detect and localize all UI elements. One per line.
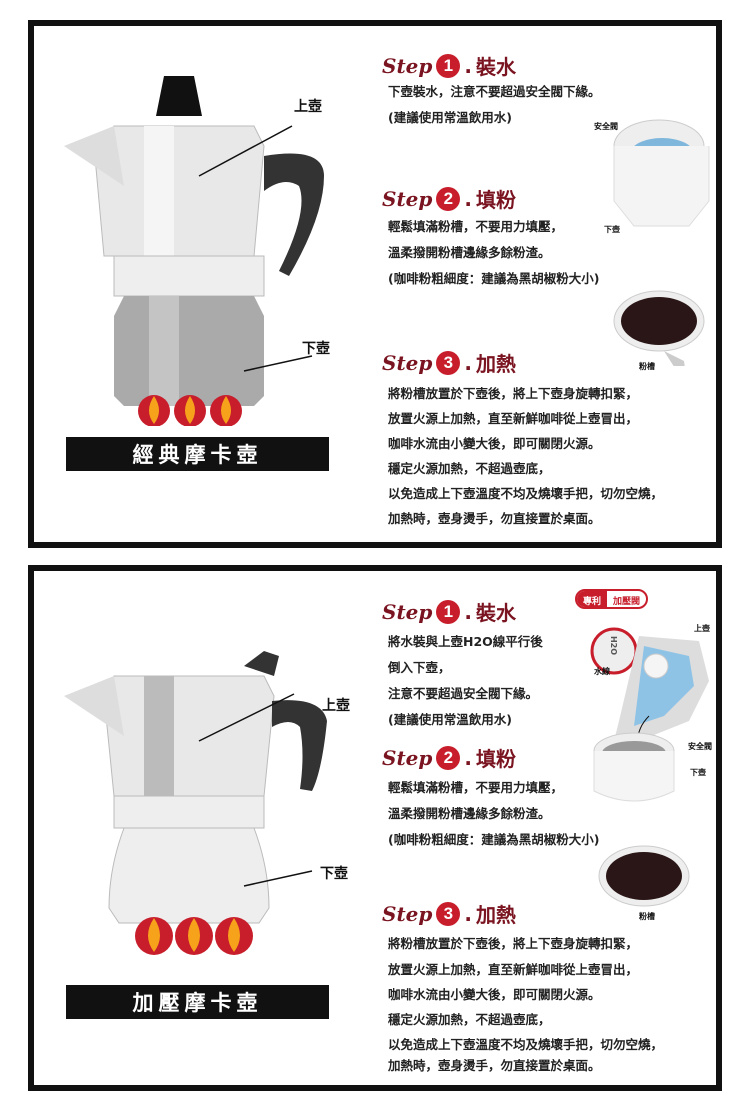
step-text: (咖啡粉粗細度：建議為黑胡椒粉大小) <box>388 832 600 847</box>
step-text: 下壺裝水，注意不要超過安全閥下緣。 <box>388 84 601 99</box>
step-text: 將粉槽放置於下壺後，將上下壺身旋轉扣緊， <box>388 386 639 401</box>
basket-label: 粉槽 <box>639 362 655 371</box>
pressure-moka-pot-illustration <box>64 651 327 955</box>
step-text: 放置火源上加熱，直至新鮮咖啡從上壺冒出， <box>388 411 639 426</box>
flame-icons <box>138 395 242 426</box>
step-text: 以免造成上下壺溫度不均及燒壞手把，切勿空燒， <box>388 486 664 501</box>
step-text: 輕鬆填滿粉槽，不要用力填壓， <box>388 780 564 795</box>
step-text: (建議使用常溫飲用水) <box>388 712 512 727</box>
step-text: 輕鬆填滿粉槽，不要用力填壓， <box>388 219 564 234</box>
step-text: (建議使用常溫飲用水) <box>388 110 512 125</box>
lower-pot-label: 下壺 <box>320 866 348 882</box>
step-text: 溫柔撥開粉槽邊緣多餘粉渣。 <box>388 806 551 821</box>
step-text: 倒入下壺， <box>388 660 451 675</box>
step-text: 溫柔撥開粉槽邊緣多餘粉渣。 <box>388 245 551 260</box>
step-text: 將水裝與上壺H2O線平行後 <box>388 634 543 649</box>
classic-moka-title: 經典摩卡壺 <box>66 437 329 471</box>
classic-moka-pot-illustration <box>64 76 324 426</box>
step-text: 以免造成上下壺溫度不均及燒壞手把，切勿空燒， <box>388 1037 664 1052</box>
pressure-valve-diagram <box>590 627 709 907</box>
step-text: 放置火源上加熱，直至新鮮咖啡從上壺冒出， <box>388 962 639 977</box>
step-text: (咖啡粉粗細度：建議為黑胡椒粉大小) <box>388 271 600 286</box>
pressure-moka-title: 加壓摩卡壺 <box>66 985 329 1019</box>
upper-label: 上壺 <box>694 624 710 633</box>
valve-label: 安全閥 <box>688 742 712 751</box>
flame-icons <box>135 917 253 955</box>
water-basket-diagram <box>613 119 710 366</box>
waterline-label: 水線 <box>594 667 610 676</box>
step-text: 穩定火源加熱，不超過壺底， <box>388 461 551 476</box>
lower-pot-label: 下壺 <box>302 341 330 357</box>
lower-label: 下壺 <box>690 768 706 777</box>
step-text: 穩定火源加熱，不超過壺底， <box>388 1012 551 1027</box>
step-text: 將粉槽放置於下壺後，將上下壺身旋轉扣緊， <box>388 936 639 951</box>
step-text: 注意不要超過安全閥下緣。 <box>388 686 539 701</box>
basket-label: 粉槽 <box>639 912 655 921</box>
upper-pot-label: 上壺 <box>322 698 350 714</box>
step-text: 咖啡水流由小變大後，即可關閉火源。 <box>388 436 601 451</box>
valve-label: 安全閥 <box>594 122 618 131</box>
step-text: 加熱時，壺身燙手，勿直接置於桌面。 <box>388 1058 601 1073</box>
lower-label: 下壺 <box>604 225 620 234</box>
patent-valve-badge: 專利 加壓閥 <box>575 589 649 609</box>
step-text: 咖啡水流由小變大後，即可關閉火源。 <box>388 987 601 1002</box>
step-text: 加熱時，壺身燙手，勿直接置於桌面。 <box>388 511 601 526</box>
upper-pot-label: 上壺 <box>294 99 322 115</box>
h2o-mark-label: H2O <box>609 635 619 656</box>
